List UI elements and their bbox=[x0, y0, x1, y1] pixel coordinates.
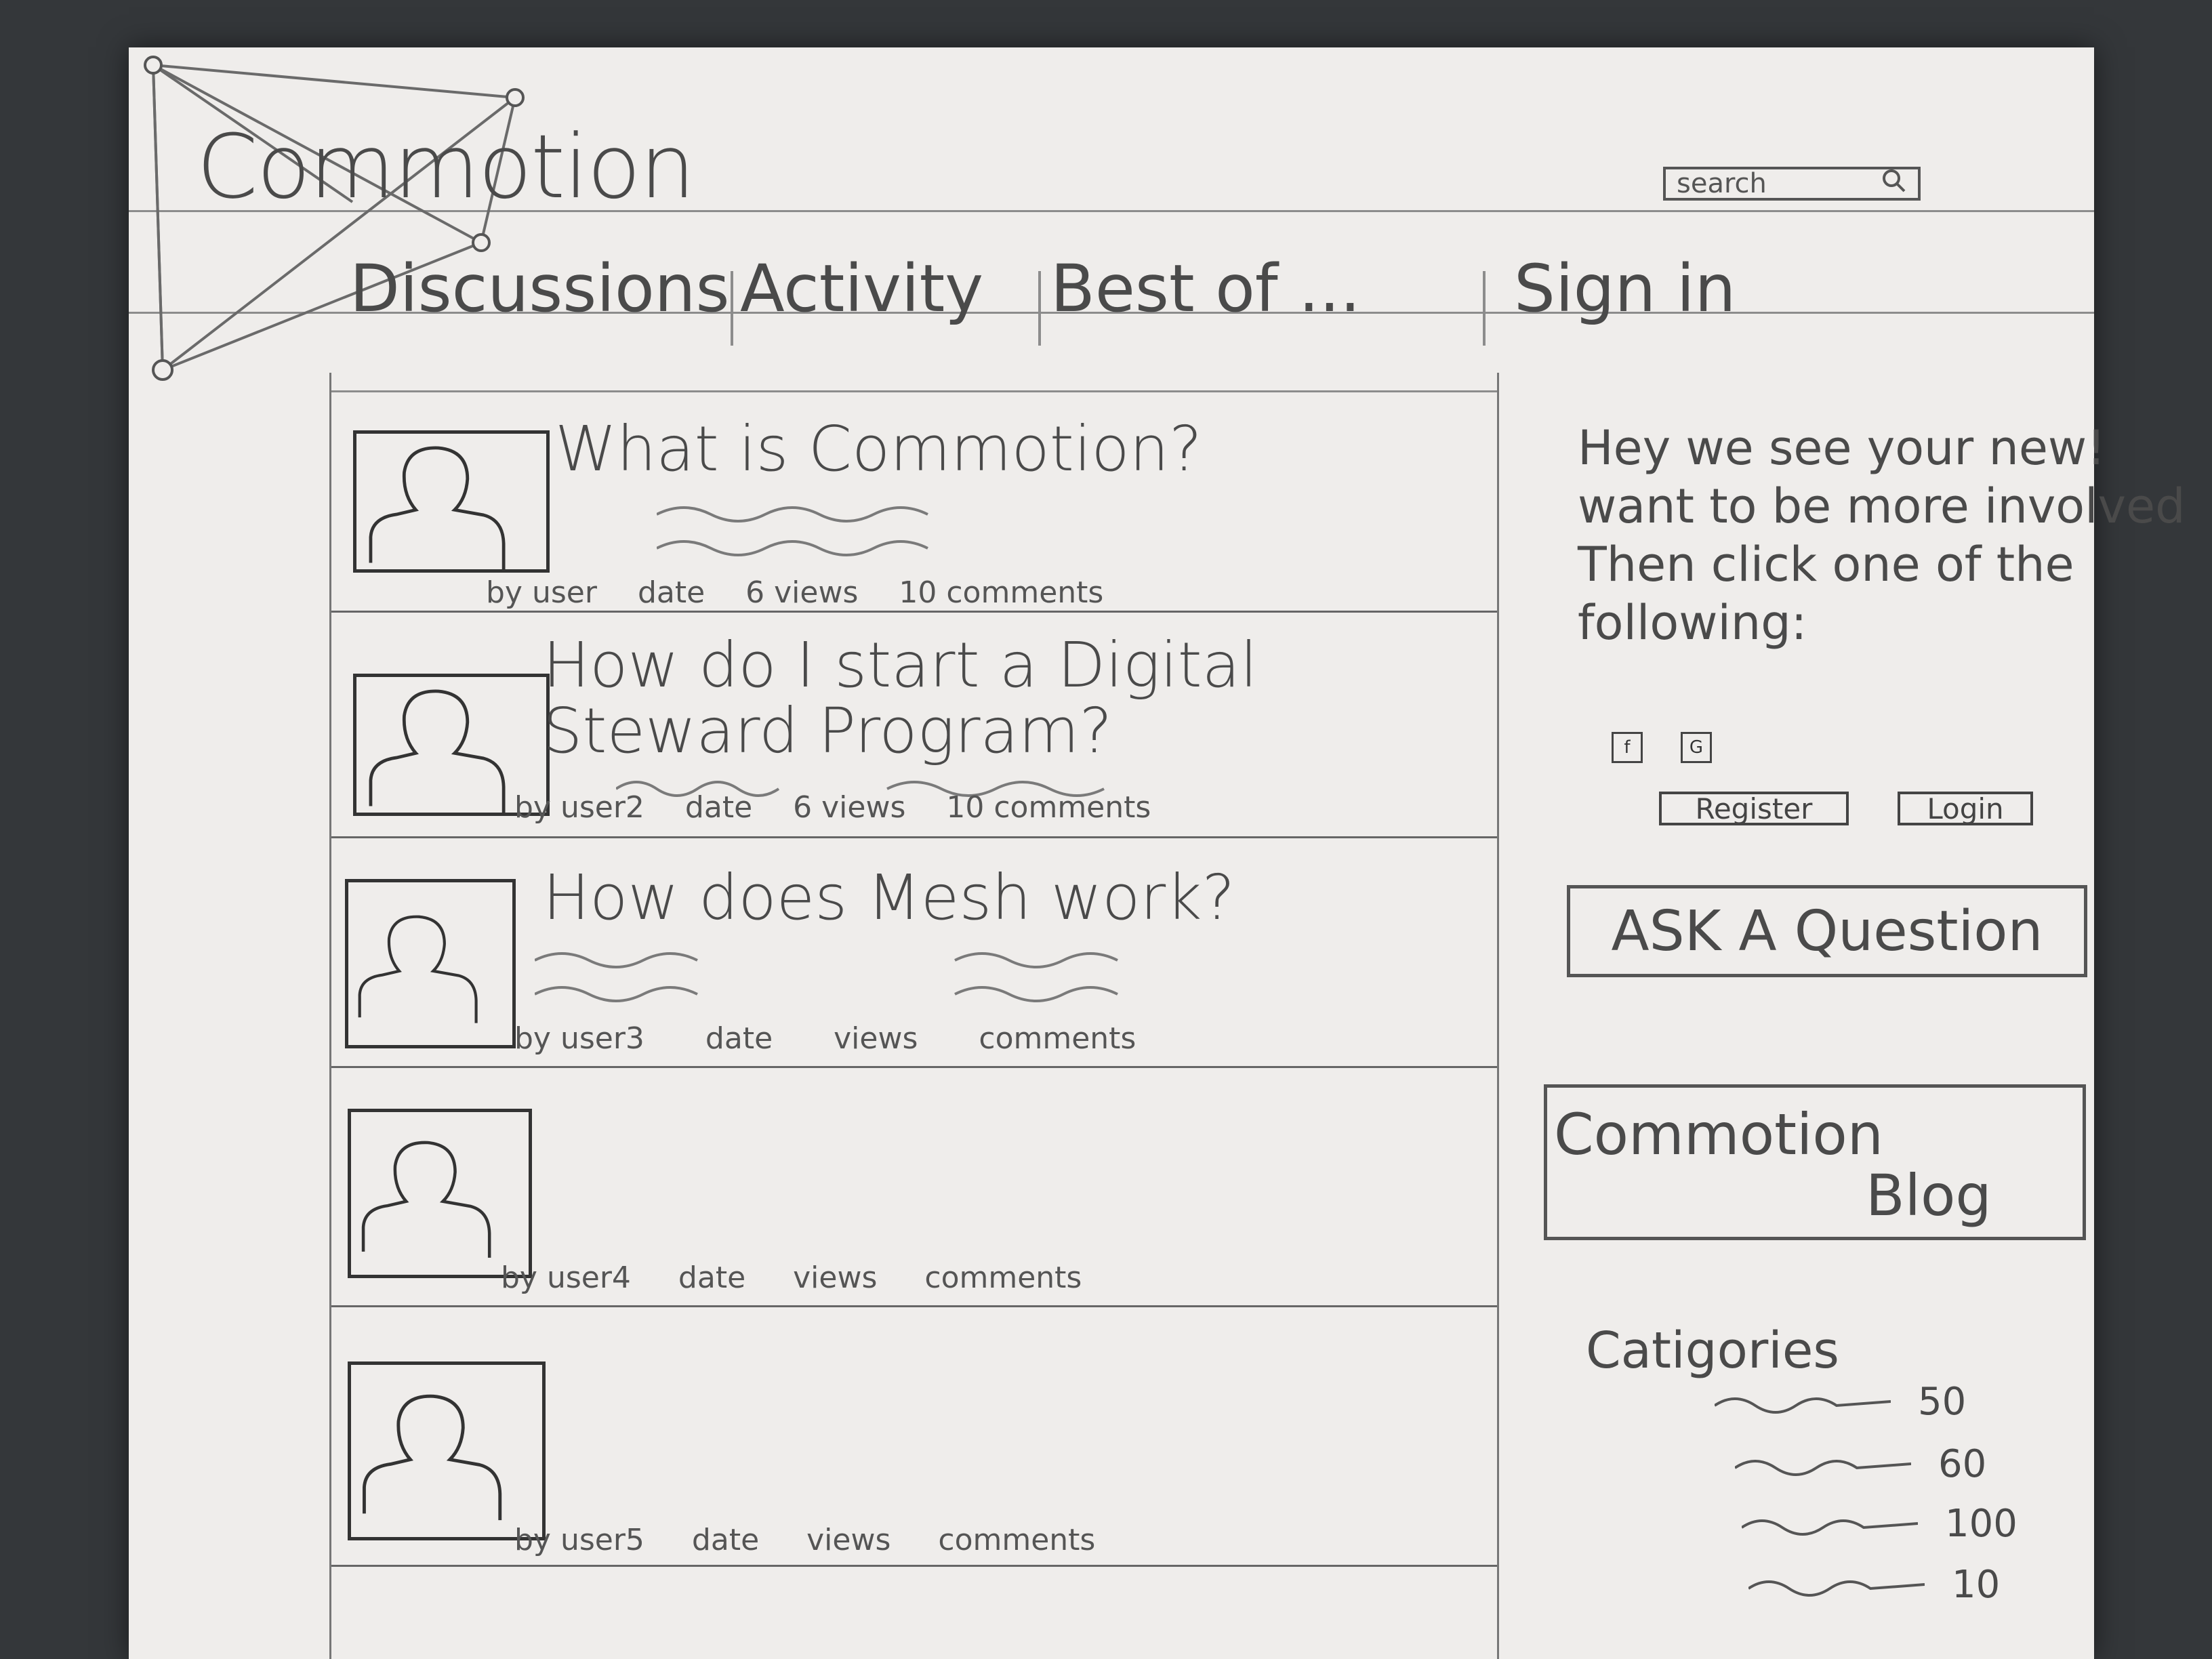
facebook-glyph: f bbox=[1624, 737, 1631, 758]
post-meta: by user3 date views comments bbox=[514, 1021, 1136, 1056]
excerpt-squiggle bbox=[657, 506, 928, 556]
category-item[interactable]: 60 bbox=[1735, 1442, 1986, 1486]
logo-text[interactable]: Commotion bbox=[197, 115, 695, 218]
blog-link[interactable]: Commotion Blog bbox=[1544, 1084, 2086, 1240]
search-placeholder: search bbox=[1677, 168, 1767, 199]
categories-title: Catigories bbox=[1586, 1322, 1839, 1380]
register-button[interactable]: Register bbox=[1659, 792, 1849, 825]
post-comments[interactable]: comments bbox=[938, 1523, 1096, 1557]
list-item[interactable]: How does Mesh work? by user3 date views … bbox=[331, 838, 1497, 1068]
nav-separator bbox=[1038, 271, 1041, 346]
list-item[interactable]: by user4 date views comments bbox=[331, 1068, 1497, 1307]
post-views: views bbox=[806, 1523, 891, 1557]
nav-activity[interactable]: Activity bbox=[740, 251, 984, 327]
list-item[interactable]: by user5 date views comments bbox=[331, 1307, 1497, 1567]
post-views: 6 views bbox=[745, 575, 859, 610]
category-count: 10 bbox=[1952, 1563, 2001, 1607]
category-label-squiggle bbox=[1735, 1459, 1911, 1476]
post-date: date bbox=[705, 1021, 773, 1056]
post-comments[interactable]: comments bbox=[979, 1021, 1136, 1056]
post-meta: by user date 6 views 10 comments bbox=[486, 575, 1103, 610]
post-title[interactable]: What is Commotion? bbox=[555, 413, 1202, 485]
post-author[interactable]: by user2 bbox=[514, 790, 644, 825]
post-date: date bbox=[684, 790, 753, 825]
post-comments[interactable]: 10 comments bbox=[946, 790, 1151, 825]
welcome-message: Hey we see your new! want to be more inv… bbox=[1578, 420, 2186, 651]
post-views: views bbox=[834, 1021, 918, 1056]
list-item[interactable]: How do I start a Digital Steward Program… bbox=[331, 613, 1497, 838]
post-views: views bbox=[793, 1261, 878, 1295]
category-label-squiggle bbox=[1748, 1580, 1925, 1597]
nav-separator bbox=[1483, 271, 1486, 346]
list-top-border bbox=[331, 390, 1497, 392]
category-item[interactable]: 50 bbox=[1715, 1380, 1966, 1424]
post-views: 6 views bbox=[793, 790, 906, 825]
discussion-list: What is Commotion? by user date 6 views … bbox=[329, 373, 1499, 1659]
nav-best-of[interactable]: Best of ... bbox=[1050, 251, 1361, 327]
post-meta: by user4 date views comments bbox=[501, 1261, 1082, 1295]
nav-separator bbox=[731, 271, 733, 346]
post-author[interactable]: by user4 bbox=[501, 1261, 631, 1295]
avatar bbox=[353, 430, 550, 573]
post-author[interactable]: by user5 bbox=[514, 1523, 644, 1557]
post-title[interactable]: How do I start a Digital Steward Program… bbox=[543, 629, 1258, 767]
post-title[interactable]: How does Mesh work? bbox=[543, 861, 1235, 934]
logo-network-icon bbox=[144, 56, 525, 381]
ask-question-button[interactable]: ASK A Question bbox=[1567, 885, 2087, 977]
search-icon[interactable] bbox=[1880, 167, 1907, 201]
post-meta: by user5 date views comments bbox=[514, 1523, 1095, 1557]
excerpt-squiggle bbox=[616, 781, 1105, 797]
post-author[interactable]: by user bbox=[486, 575, 597, 610]
avatar bbox=[353, 674, 550, 816]
avatar bbox=[348, 1109, 532, 1278]
blog-subtitle: Blog bbox=[1866, 1162, 1992, 1229]
list-item[interactable]: What is Commotion? by user date 6 views … bbox=[331, 392, 1497, 613]
post-author[interactable]: by user3 bbox=[514, 1021, 644, 1056]
category-label-squiggle bbox=[1715, 1397, 1891, 1414]
avatar bbox=[345, 879, 516, 1048]
nav-discussions[interactable]: Discussions bbox=[350, 251, 730, 327]
blog-title: Commotion bbox=[1554, 1101, 1883, 1168]
login-button[interactable]: Login bbox=[1898, 792, 2033, 825]
facebook-icon[interactable]: f bbox=[1612, 732, 1643, 763]
paper-sheet: Commotion search Discussions Activity Be… bbox=[129, 47, 2186, 1659]
category-count: 100 bbox=[1945, 1502, 2018, 1546]
search-input[interactable]: search bbox=[1663, 167, 1921, 201]
google-icon[interactable]: G bbox=[1681, 732, 1712, 763]
post-date: date bbox=[637, 575, 705, 610]
header-divider-top bbox=[129, 210, 2094, 212]
header-divider-bottom bbox=[129, 312, 2094, 314]
nav-sign-in[interactable]: Sign in bbox=[1514, 251, 1736, 327]
google-glyph: G bbox=[1689, 737, 1704, 758]
excerpt-squiggle bbox=[535, 952, 1118, 1002]
category-item[interactable]: 10 bbox=[1748, 1563, 2000, 1607]
post-date: date bbox=[691, 1523, 760, 1557]
category-item[interactable]: 100 bbox=[1742, 1502, 2018, 1546]
post-comments[interactable]: comments bbox=[924, 1261, 1082, 1295]
category-label-squiggle bbox=[1742, 1519, 1918, 1536]
post-comments[interactable]: 10 comments bbox=[899, 575, 1104, 610]
post-date: date bbox=[678, 1261, 746, 1295]
category-count: 50 bbox=[1918, 1380, 1967, 1424]
post-meta: by user2 date 6 views 10 comments bbox=[514, 790, 1151, 825]
avatar bbox=[348, 1361, 546, 1540]
category-count: 60 bbox=[1938, 1442, 1987, 1486]
